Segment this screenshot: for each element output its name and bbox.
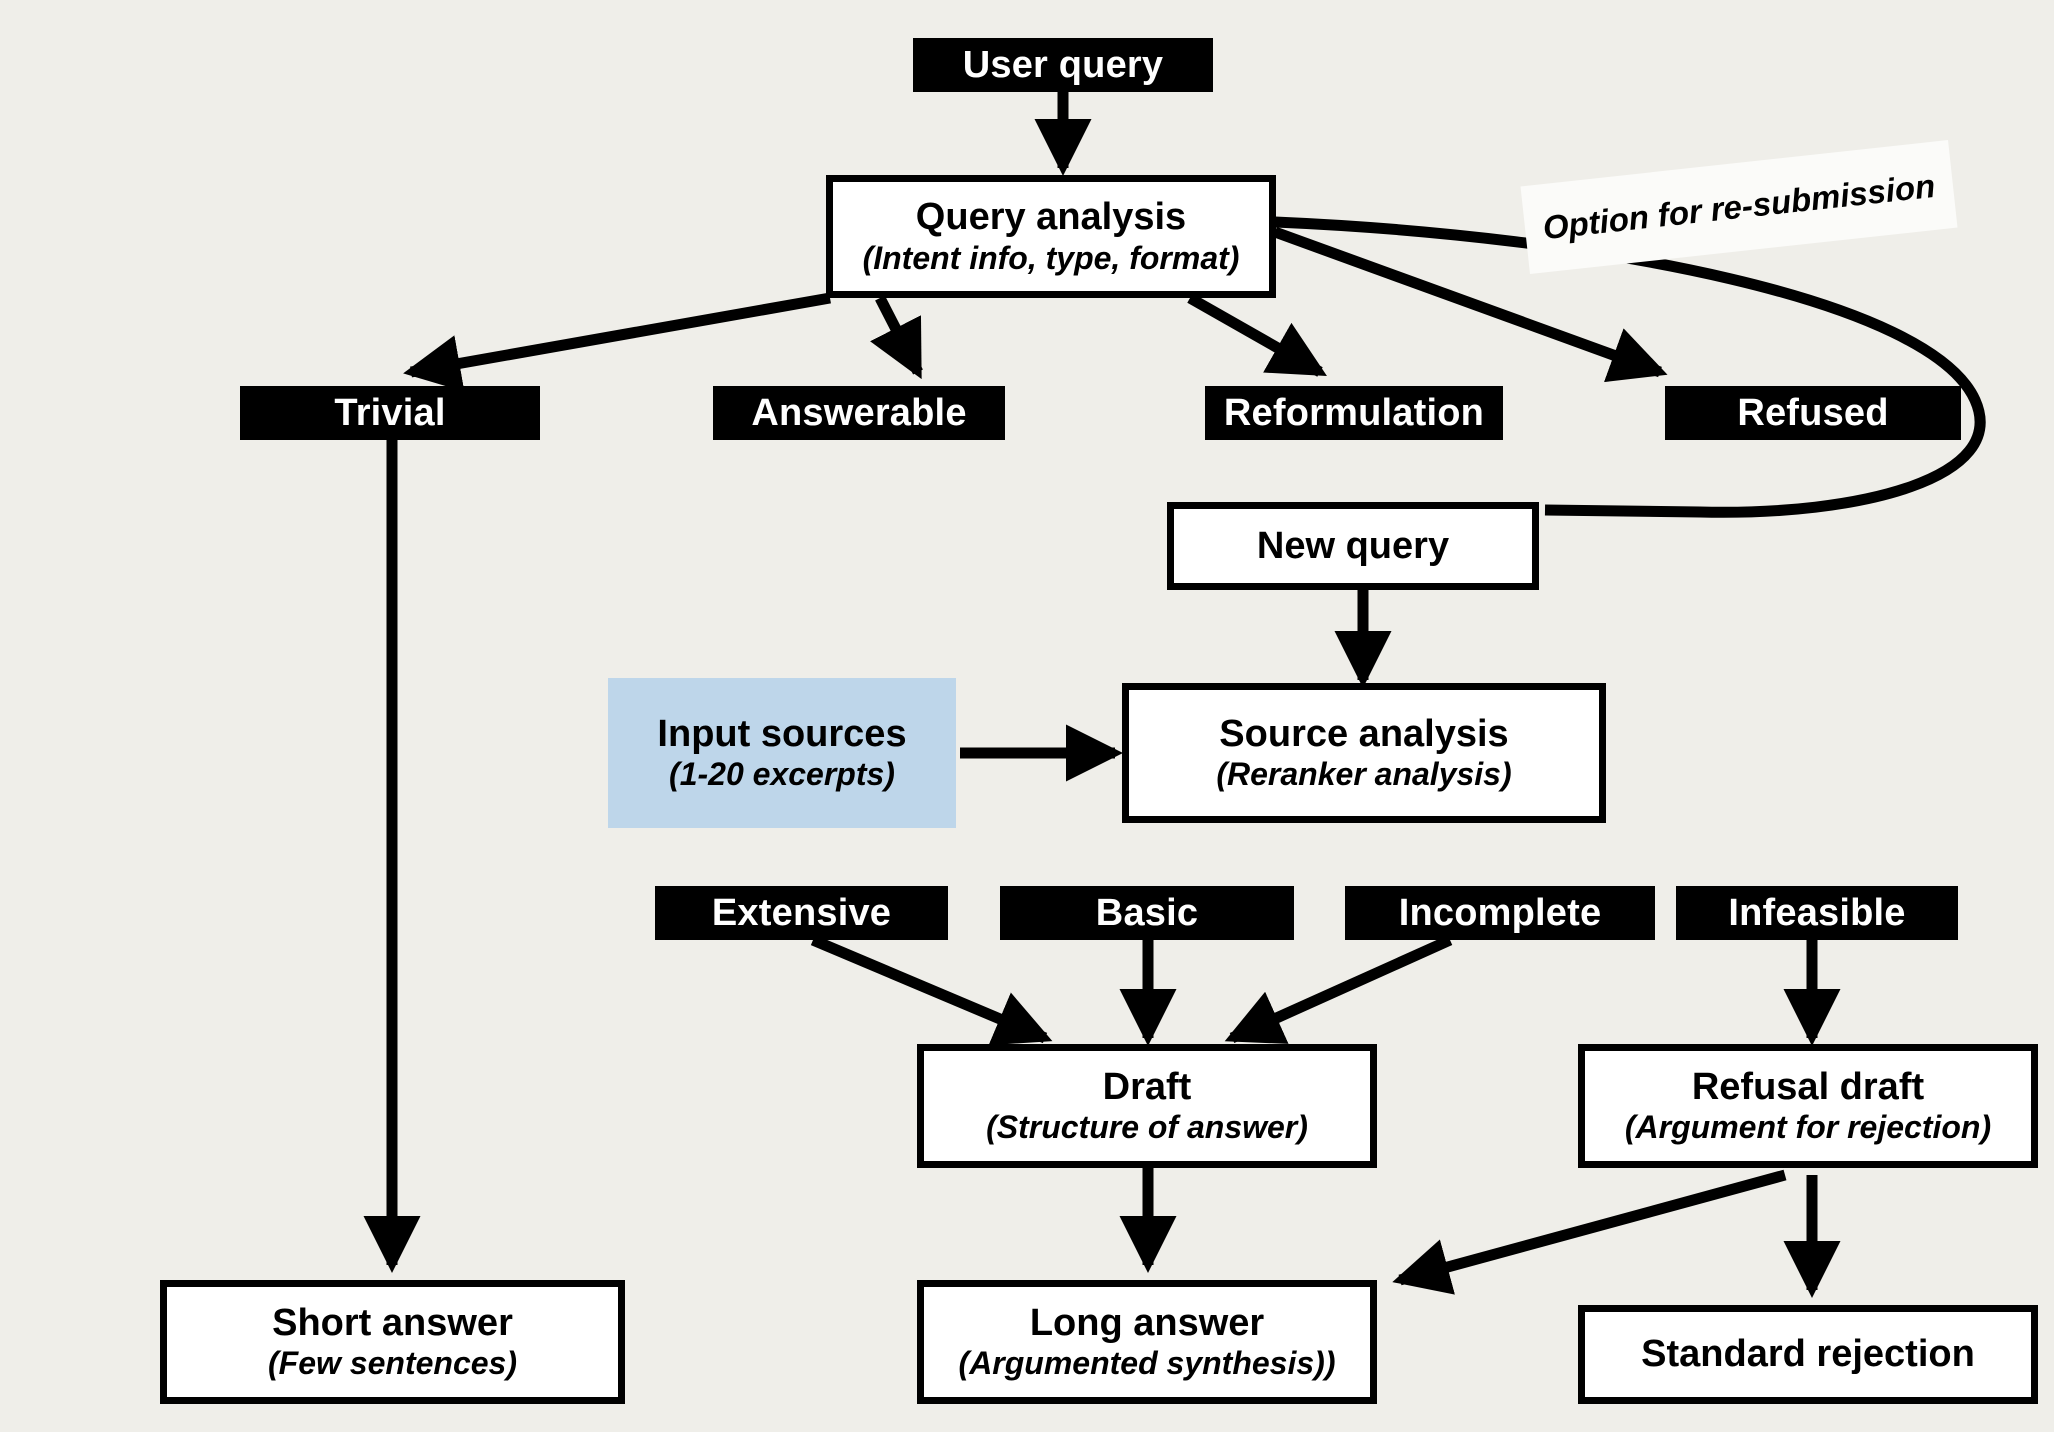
node-draft[interactable]: Draft (Structure of answer) [917, 1044, 1377, 1168]
edge-query-analysis-to-reformulation [1187, 293, 1327, 377]
node-query-analysis-subtitle: (Intent info, type, format) [862, 239, 1240, 276]
node-query-analysis-title: Query analysis [915, 196, 1187, 239]
node-long-answer-title: Long answer [1029, 1301, 1265, 1344]
node-refusal-draft-subtitle: (Argument for rejection) [1624, 1109, 1992, 1146]
node-input-sources-title: Input sources [657, 712, 907, 755]
node-trivial-title: Trivial [334, 391, 446, 434]
note-option-for-resubmission: Option for re-submission [1520, 140, 1958, 274]
node-source-analysis-title: Source analysis [1219, 712, 1509, 755]
node-incomplete[interactable]: Incomplete [1345, 886, 1655, 940]
node-extensive[interactable]: Extensive [655, 886, 948, 940]
node-source-analysis-subtitle: (Reranker analysis) [1216, 756, 1512, 793]
node-answerable[interactable]: Answerable [713, 386, 1005, 440]
node-infeasible-title: Infeasible [1728, 891, 1906, 934]
edge-query-analysis-to-answerable [870, 295, 923, 380]
node-new-query[interactable]: New query [1167, 502, 1539, 590]
node-user-query[interactable]: User query [913, 38, 1213, 92]
node-query-analysis[interactable]: Query analysis (Intent info, type, forma… [826, 175, 1276, 298]
node-trivial[interactable]: Trivial [240, 386, 540, 440]
node-refusal-draft[interactable]: Refusal draft (Argument for rejection) [1578, 1044, 2038, 1168]
note-text: Option for re-submission [1541, 166, 1937, 247]
node-standard-rejection-title: Standard rejection [1641, 1333, 1975, 1376]
node-new-query-title: New query [1256, 524, 1450, 567]
node-reformulation[interactable]: Reformulation [1205, 386, 1503, 440]
node-standard-rejection[interactable]: Standard rejection [1578, 1305, 2038, 1404]
node-refusal-draft-title: Refusal draft [1691, 1065, 1925, 1108]
node-source-analysis[interactable]: Source analysis (Reranker analysis) [1122, 683, 1606, 823]
node-refused-title: Refused [1737, 391, 1889, 434]
node-basic[interactable]: Basic [1000, 886, 1294, 940]
node-answerable-title: Answerable [751, 391, 967, 434]
node-user-query-title: User query [962, 43, 1164, 86]
node-short-answer-title: Short answer [272, 1301, 513, 1344]
edge-query-analysis-to-trivial [403, 292, 831, 392]
edge-incomplete-to-draft [1224, 934, 1453, 1044]
node-input-sources[interactable]: Input sources (1-20 excerpts) [608, 678, 956, 828]
node-draft-subtitle: (Structure of answer) [986, 1109, 1308, 1146]
edge-query-analysis-to-new-query-resubmission [1274, 216, 1986, 518]
node-short-answer[interactable]: Short answer (Few sentences) [160, 1280, 625, 1404]
edge-extensive-to-draft [810, 934, 1053, 1046]
node-reformulation-title: Reformulation [1223, 391, 1485, 434]
node-long-answer[interactable]: Long answer (Argumented synthesis)) [917, 1280, 1377, 1404]
node-basic-title: Basic [1095, 891, 1199, 934]
node-long-answer-subtitle: (Argumented synthesis)) [958, 1345, 1336, 1382]
node-short-answer-subtitle: (Few sentences) [268, 1345, 517, 1382]
edge-refusal-draft-to-long-answer [1392, 1169, 1787, 1295]
node-extensive-title: Extensive [711, 891, 892, 934]
node-refused[interactable]: Refused [1665, 386, 1961, 440]
node-input-sources-subtitle: (1-20 excerpts) [669, 756, 895, 793]
node-infeasible[interactable]: Infeasible [1676, 886, 1958, 940]
node-draft-title: Draft [1102, 1065, 1192, 1108]
node-incomplete-title: Incomplete [1398, 891, 1602, 934]
